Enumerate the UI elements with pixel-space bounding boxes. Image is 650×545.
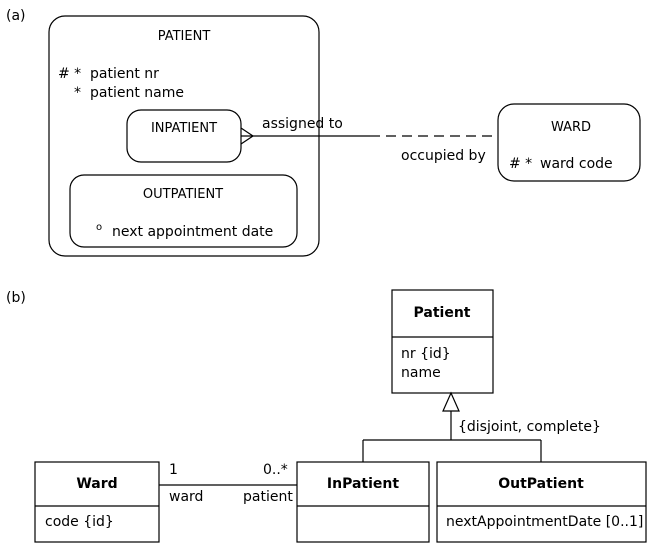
relationship-assigned-occupied: assigned to occupied by [240,116,498,164]
generalization-arrowhead [442,391,460,412]
ward-box-a [497,103,641,182]
entity-inpatient-a: INPATIENT [126,109,242,163]
patient-role: patient [243,489,293,505]
outpatient-attr: next appointment date [112,224,273,240]
ward-code-marker: # * [509,156,532,172]
ward-title-a: WARD [551,120,591,135]
generalization-lines [362,411,542,462]
outpatient-class-title: OutPatient [498,476,584,492]
class-inpatient-b: InPatient [296,461,430,543]
inpatient-class-box [296,461,430,543]
patient-class-attr-name: name [401,365,441,381]
part-b-label: (b) [6,290,26,306]
patient-nr-attr: patient nr [90,66,159,82]
class-patient-b: Patient nr {id} name [391,289,494,394]
generalization-patient: {disjoint, complete} [362,391,601,462]
ward-class-title: Ward [76,476,117,492]
class-outpatient-b: OutPatient nextAppointmentDate [0..1] [436,461,647,543]
patient-class-attr-nr: nr {id} [401,346,451,362]
inpatient-box-a [126,109,242,163]
patient-class-box [391,289,494,394]
inpatient-class-title: InPatient [327,476,399,492]
outpatient-box-a [69,174,298,248]
patient-nr-marker: # * [58,66,81,82]
part-a-label: (a) [6,8,26,24]
outpatient-class-box [436,461,647,543]
outpatient-title-a: OUTPATIENT [143,187,223,202]
ward-code-attr: ward code [540,156,613,172]
ward-class-box [34,461,160,543]
ward-class-attr-code: code {id} [45,514,114,530]
generalization-constraint: {disjoint, complete} [458,419,601,435]
label-occupied-by: occupied by [401,148,486,164]
ward-multiplicity: 1 [169,462,178,478]
ward-role: ward [169,489,203,505]
class-ward-b: Ward code {id} [34,461,160,543]
patient-title-a: PATIENT [158,29,211,44]
crows-foot-mark [240,127,254,145]
inpatient-title-a: INPATIENT [151,121,217,136]
patient-name-attr: patient name [90,85,184,101]
entity-outpatient-a: OUTPATIENT o next appointment date [69,174,298,248]
outpatient-attr-marker: o [96,222,102,233]
patient-class-title: Patient [414,305,471,321]
entity-ward-a: WARD # * ward code [497,103,641,182]
patient-multiplicity: 0..* [263,462,288,478]
outpatient-class-attr: nextAppointmentDate [0..1] [446,514,643,530]
label-assigned-to: assigned to [262,116,343,132]
association-ward-inpatient: 1 ward 0..* patient [159,462,297,505]
patient-name-marker: * [74,85,81,101]
